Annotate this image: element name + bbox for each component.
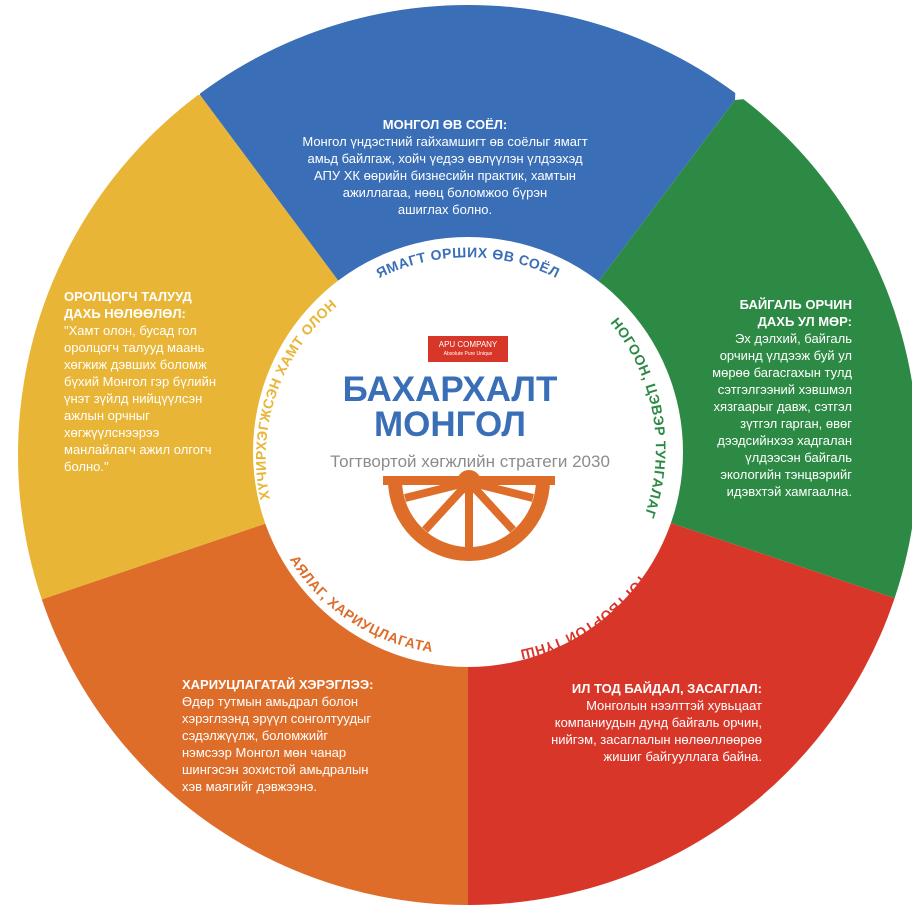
page-title-line1: БАХАРХАЛТ bbox=[342, 370, 558, 409]
company-logo: APU COMPANY Absolute Pure Unique bbox=[428, 336, 508, 362]
segment-left-line: оролцогч талууд маань bbox=[64, 340, 205, 355]
segment-right-title: БАЙГАЛЬ ОРЧИН bbox=[739, 297, 852, 312]
segment-left-line: хөгжиж дэвших боломж bbox=[64, 357, 207, 372]
segment-bottom-right-line: нийгэм, засаглалын нөлөөллөөрөө bbox=[551, 732, 762, 747]
segment-right-line: дээдсийнхээ хадгалан bbox=[717, 433, 852, 448]
segment-left-title: ДАХЬ НӨЛӨӨЛӨЛ: bbox=[64, 306, 186, 321]
segment-top-line: ажиллагаа, нөөц боломжоо бүрэн bbox=[342, 185, 548, 200]
segment-bottom-left-line: нэмсээр Монгол мөн чанар bbox=[182, 745, 347, 760]
segment-right-line: Эх дэлхий, байгаль bbox=[734, 331, 852, 346]
segment-bottom-right-line: жишиг байгууллага байна. bbox=[603, 749, 762, 764]
segment-top-text: МОНГОЛ ӨВ СОЁЛ: Монгол үндэстний гайхамш… bbox=[290, 116, 600, 218]
segment-right-line: сэтгэлгээний хэвшмэл bbox=[717, 382, 852, 397]
page-title-line2: МОНГОЛ bbox=[374, 405, 526, 444]
segment-bottom-right-line: Монголын нээлттэй хувьцаат bbox=[586, 698, 762, 713]
page-subtitle: Тогтвортой хөгжлийн стратеги 2030 bbox=[330, 452, 610, 471]
segment-top-line: АПУ ХК өөрийн бизнесийн практик, хамтын bbox=[314, 168, 576, 183]
segment-right-title: ДАХЬ УЛ МӨР: bbox=[757, 314, 852, 329]
segment-left-line: хөгжүүлснээрээ bbox=[64, 425, 160, 440]
segment-bottom-left-line: Өдөр тутмын амьдрал болон bbox=[182, 694, 359, 709]
segment-bottom-left-line: сэдэлжүүлж, боломжийг bbox=[182, 728, 329, 743]
segment-bottom-right-line: компаниудын дунд байгаль орчин, bbox=[554, 715, 762, 730]
segment-bottom-right-title: ИЛ ТОД БАЙДАЛ, ЗАСАГЛАЛ: bbox=[571, 681, 762, 696]
segment-bottom-left-title: ХАРИУЦЛАГАТАЙ ХЭРЭГЛЭЭ: bbox=[182, 677, 374, 692]
logo-tagline: Absolute Pure Unique bbox=[443, 351, 493, 357]
segment-left-title: ОРОЛЦОГЧ ТАЛУУД bbox=[64, 289, 192, 304]
segment-top-line: Монгол үндэстний гайхамшигт өв соёлыг ям… bbox=[302, 134, 588, 149]
segment-right-line: орчинд үлдээж буй ул bbox=[719, 348, 852, 363]
segment-left-line: "Хамт олон, бусад гол bbox=[64, 323, 197, 338]
segment-left-line: бүхий Монгол гэр бүлийн bbox=[64, 374, 217, 389]
segment-right-line: хязгаарыг давж, сэтгэл bbox=[713, 399, 852, 414]
center-circle bbox=[253, 237, 683, 667]
segment-left-line: манлайлагч ажил олгогч bbox=[64, 442, 212, 457]
segment-left-line: болно." bbox=[64, 459, 109, 474]
segment-right-line: зүтгэл гарган, өвөг bbox=[740, 416, 852, 431]
segment-right-text: БАЙГАЛЬ ОРЧИН ДАХЬ УЛ МӨР: Эх дэлхий, ба… bbox=[660, 296, 852, 500]
segment-bottom-left-text: ХАРИУЦЛАГАТАЙ ХЭРЭГЛЭЭ: Өдөр тутмын амьд… bbox=[182, 676, 432, 795]
segment-left-line: ажлын орчныг bbox=[64, 408, 150, 423]
khaan-wheel-icon bbox=[383, 470, 555, 561]
segment-right-line: үлдээсэн байгаль bbox=[745, 450, 852, 465]
segment-bottom-left-line: хэв маягийг дэвжээнэ. bbox=[182, 779, 317, 794]
segment-top-heritage bbox=[200, 5, 740, 455]
segment-left-line: үнэт зүйлд нийцүүлсэн bbox=[64, 391, 203, 406]
segment-right-line: идэвхтэй хамгаална. bbox=[726, 484, 852, 499]
logo-name: APU COMPANY bbox=[438, 340, 498, 349]
segment-top-line: амьд байлгаж, хойч үедээ өвлүүлэн үлдээх… bbox=[307, 151, 583, 166]
segment-bottom-left-line: шингэсэн зохистой амьдралын bbox=[182, 762, 369, 777]
segment-bottom-right-text: ИЛ ТОД БАЙДАЛ, ЗАСАГЛАЛ: Монголын нээлтт… bbox=[500, 680, 762, 765]
segment-top-title: МОНГОЛ ӨВ СОЁЛ: bbox=[382, 117, 508, 132]
segment-left-text: ОРОЛЦОГЧ ТАЛУУД ДАХЬ НӨЛӨӨЛӨЛ: "Хамт оло… bbox=[64, 288, 264, 475]
segment-right-line: мөрөө багасгахын тулд bbox=[712, 365, 852, 380]
segment-top-line: ашиглах болно. bbox=[397, 202, 493, 217]
segment-bottom-left-line: хэрэглээнд эрүүл сонголтуудыг bbox=[182, 711, 372, 726]
segment-right-line: экологийн тэнцвэрийг bbox=[720, 467, 852, 482]
